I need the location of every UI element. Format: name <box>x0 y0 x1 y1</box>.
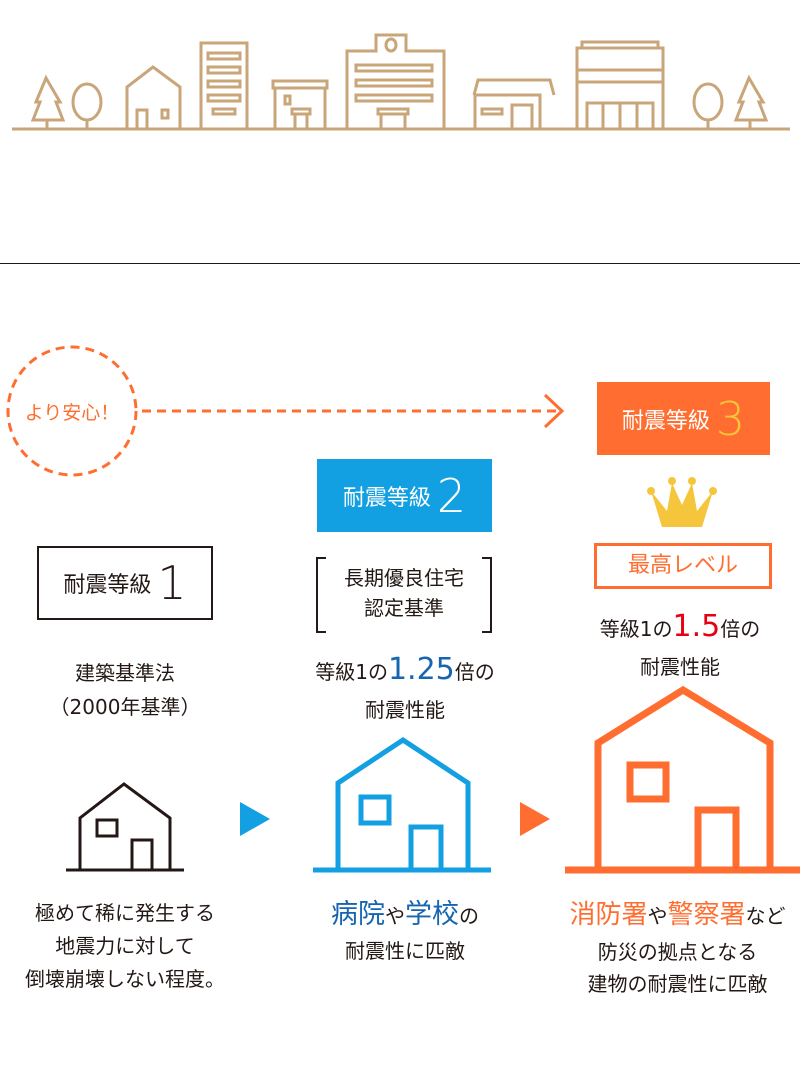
grade3-number: 3 <box>715 391 746 446</box>
perf-line2: 耐震性能 <box>365 698 445 722</box>
basis-line1: 建築基準法 <box>75 661 175 685</box>
grade1-basis: 建築基準法 （2000年基準） <box>20 656 230 724</box>
divider <box>0 263 800 264</box>
grade2-number: 2 <box>436 468 467 523</box>
desc-fire-station: 消防署 <box>569 900 648 930</box>
desc-school: 学校 <box>405 899 459 930</box>
town-skyline-illustration <box>12 33 790 131</box>
grade2-description: 病院や学校の 耐震性に匹敵 <box>280 895 530 966</box>
desc-line2: 防災の拠点となる <box>597 940 758 964</box>
crown-icon <box>647 477 717 527</box>
grade3-label: 耐震等級 <box>621 408 710 434</box>
grade3-description: 消防署や警察署など 防災の拠点となる 建物の耐震性に匹敵 <box>555 895 800 1000</box>
perf-prefix: 等級1の <box>599 617 673 641</box>
perf-prefix: 等級1の <box>315 660 388 684</box>
desc-line2: 地震力に対して <box>55 934 195 958</box>
grade2-certification: 長期優良住宅 認定基準 <box>316 557 492 633</box>
desc-and: や <box>647 904 668 928</box>
desc-and: や <box>385 904 405 928</box>
desc-line1: 極めて稀に発生する <box>35 901 215 925</box>
house-icon-grade3 <box>565 685 800 874</box>
house-icon-grade1 <box>66 782 184 872</box>
top-level-tag: 最高レベル <box>594 543 772 589</box>
grade1-description: 極めて稀に発生する 地震力に対して 倒壊崩壊しない程度。 <box>0 897 250 996</box>
house-icon-grade2 <box>313 737 491 873</box>
perf-multiplier: 1.5 <box>672 609 721 644</box>
arrow-right-icon <box>240 802 270 836</box>
callout-label: より安心！ <box>24 402 120 424</box>
desc-of: の <box>459 904 479 928</box>
cert-line2: 認定基準 <box>364 596 444 620</box>
grade1-label: 耐震等級 <box>63 573 152 598</box>
desc-line3: 倒壊崩壊しない程度。 <box>25 967 225 991</box>
desc-etc: など <box>745 904 786 928</box>
desc-hospital: 病院 <box>331 899 385 930</box>
grade2-performance: 等級1の1.25倍の 耐震性能 <box>280 651 530 729</box>
perf-line2: 耐震性能 <box>640 655 720 679</box>
grade2-label: 耐震等級 <box>342 485 431 511</box>
perf-suffix: 倍の <box>454 660 495 684</box>
basis-line2: （2000年基準） <box>49 695 201 719</box>
cert-line1: 長期優良住宅 <box>344 566 464 590</box>
desc-line2: 耐震性に匹敵 <box>345 939 465 963</box>
desc-police-station: 警察署 <box>667 900 746 930</box>
perf-multiplier: 1.25 <box>387 652 455 687</box>
arrow-right-icon <box>520 802 550 836</box>
desc-line3: 建物の耐震性に匹敵 <box>587 972 768 996</box>
grade1-number: 1 <box>157 556 187 610</box>
dashed-arrow <box>6 345 565 477</box>
perf-suffix: 倍の <box>720 617 761 641</box>
grade3-performance: 等級1の1.5倍の 耐震性能 <box>560 608 800 686</box>
